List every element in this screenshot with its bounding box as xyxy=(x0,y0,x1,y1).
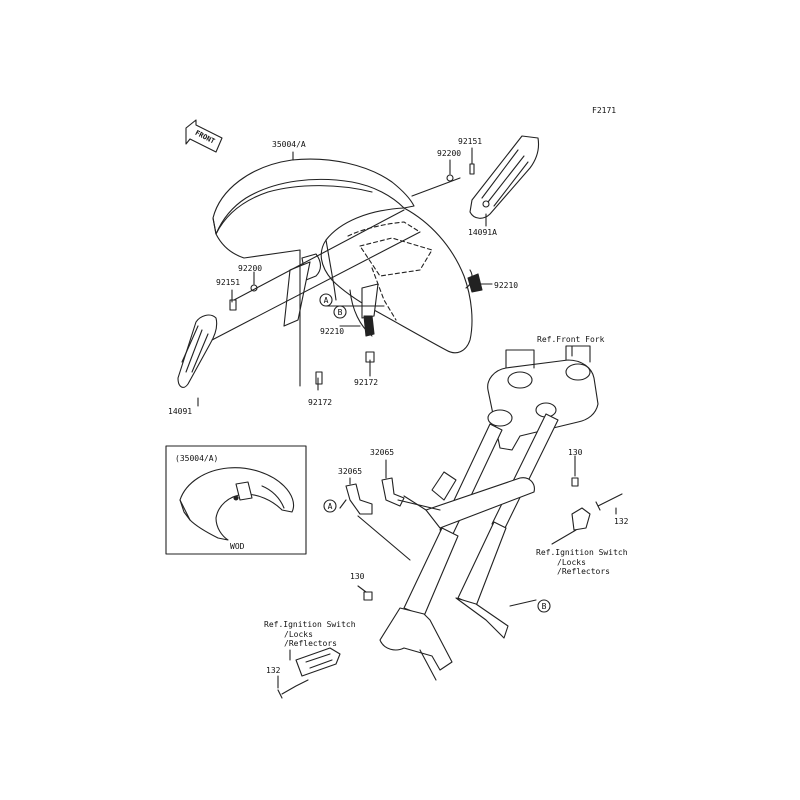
side-cover-left-icon xyxy=(177,314,218,388)
callout-circles xyxy=(319,293,551,613)
ref-ignition-right-2: /Locks xyxy=(557,558,586,567)
inset-box xyxy=(165,445,307,555)
label-130-left: 130 xyxy=(350,572,365,581)
label-130-right: 130 xyxy=(568,448,583,457)
front-fender-icon xyxy=(212,158,473,354)
callout-a-upper: A xyxy=(324,296,329,305)
ref-ignition-left-3: /Reflectors xyxy=(284,639,337,648)
label-92151-left: 92151 xyxy=(216,278,241,287)
label-92200-left: 92200 xyxy=(238,264,263,273)
inset-title: (35004/A) xyxy=(175,454,219,463)
ref-ignition-right-3: /Reflectors xyxy=(557,567,610,576)
label-92151-top: 92151 xyxy=(458,137,483,146)
ref-ignition-right-1: Ref.Ignition Switch xyxy=(536,548,628,557)
front-arrow-icon xyxy=(185,119,223,153)
label-92172-mid: 92172 xyxy=(354,378,379,387)
ref-ignition-left-1: Ref.Ignition Switch xyxy=(264,620,356,629)
label-32065-b: 32065 xyxy=(370,448,395,457)
leader-lines-lower xyxy=(277,345,617,689)
reflector-bracket-icons xyxy=(295,507,591,677)
label-92200-top: 92200 xyxy=(437,149,462,158)
label-132-right: 132 xyxy=(614,517,629,526)
front-fork-icon xyxy=(379,345,599,681)
ref-ignition-left-2: /Locks xyxy=(284,630,313,639)
callout-a-lower: A xyxy=(328,502,333,511)
leader-lines-upper xyxy=(197,147,493,407)
label-14091a: 14091A xyxy=(468,228,497,237)
label-fender: 35004/A xyxy=(272,140,306,149)
callout-b-upper: B xyxy=(338,308,343,317)
figure-code: F2171 xyxy=(592,106,617,115)
label-92172-low: 92172 xyxy=(308,398,333,407)
label-14091: 14091 xyxy=(168,407,193,416)
bracket-32065-icons xyxy=(345,477,441,561)
label-92210-mid: 92210 xyxy=(320,327,345,336)
label-132-left: 132 xyxy=(266,666,281,675)
label-32065-a: 32065 xyxy=(338,467,363,476)
side-cover-right-icon xyxy=(469,135,540,219)
callout-b-lower: B xyxy=(542,602,547,611)
inset-caption: WOD xyxy=(230,542,245,551)
label-92210-right: 92210 xyxy=(494,281,519,290)
bolt-icons xyxy=(277,477,623,699)
hardware-icons xyxy=(229,163,483,385)
ref-front-fork: Ref.Front Fork xyxy=(537,335,605,344)
